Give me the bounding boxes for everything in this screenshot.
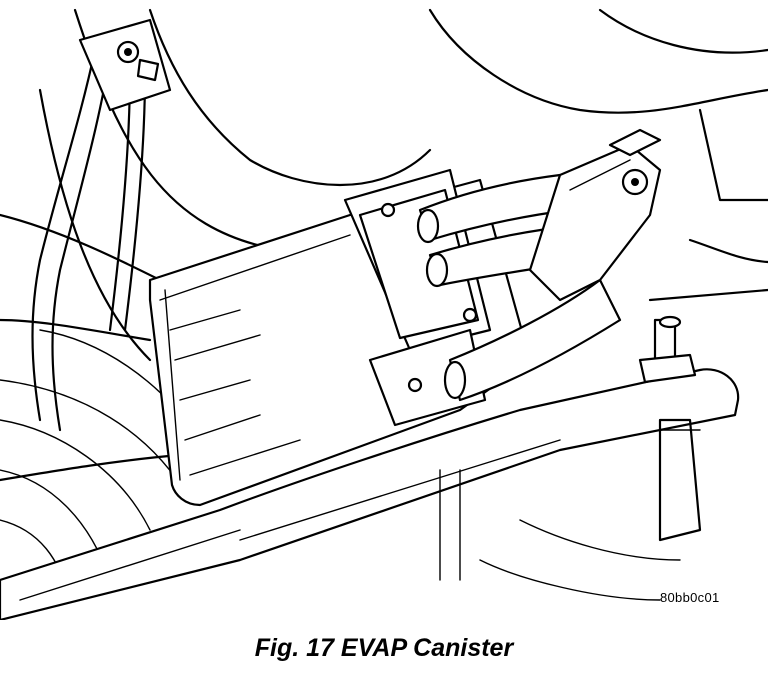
figure-caption: Fig. 17 EVAP Canister	[254, 634, 514, 662]
evap-canister-illustration	[0, 8, 768, 620]
mounting-bolt	[638, 315, 697, 384]
mounting-bracket	[528, 128, 662, 302]
frame-rail	[0, 368, 740, 620]
body-panel-lines	[0, 8, 768, 482]
wiring-harness	[31, 18, 172, 432]
figure-reference-code: 80bb0c01	[660, 590, 720, 605]
